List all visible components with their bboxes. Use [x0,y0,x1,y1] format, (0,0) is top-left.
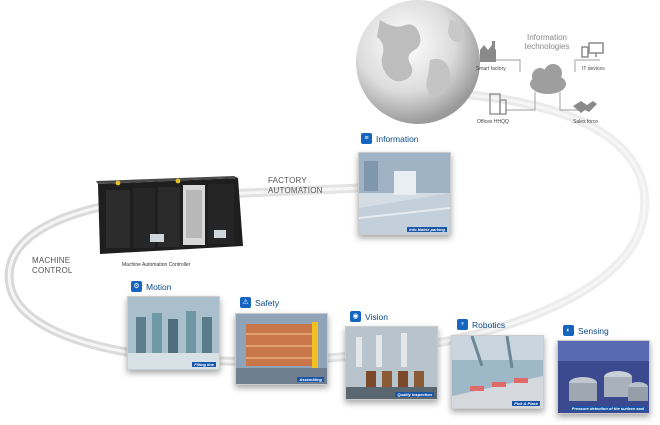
offices-label: Offices HHQQ [477,119,509,125]
it-section-title: Information technologies [524,33,570,51]
card-safety-label: Safety [255,297,280,308]
factory-icon [480,41,496,62]
globe-icon [356,0,480,124]
sensor-icon: ◐ [563,325,574,336]
sales-force-label: Sales force [573,119,599,125]
card-motion-tag: Filling line [192,362,216,367]
factory-automation-label: FACTORY AUTOMATION [268,176,323,195]
warning-icon: ⚠ [240,297,251,308]
card-vision-photo: Quality Inspection [345,326,438,400]
card-vision-tag: Quality Inspection [395,392,434,397]
card-information-tag: Info Matrix parking [407,227,447,232]
card-safety-photo: Assembling [235,313,328,385]
card-sensing-photo: Pressure detection of the surface seal [557,340,650,414]
card-safety-title: ⚠ Safety [240,297,279,308]
card-information-photo: Info Matrix parking [358,152,451,235]
robot-arm-icon: ♆ [457,319,468,330]
machine-automation-controller [88,176,243,260]
controller-caption: Machine Automation Controller [122,262,191,268]
handshake-icon [573,101,597,113]
card-vision-label: Vision [365,311,388,322]
card-robotics-title: ♆ Robotics [457,319,505,330]
card-sensing-title: ◐ Sensing [563,325,609,336]
card-sensing-tag: Pressure detection of the surface seal [569,406,646,411]
card-sensing-label: Sensing [578,325,609,336]
card-motion-title: ⚙ Motion [131,281,172,292]
it-network [493,59,600,111]
card-information-title: ≡ Information [361,133,419,144]
card-robotics-photo: Pick & Place [451,335,544,409]
cloud-icon [530,64,566,94]
machine-control-label: MACHINE CONTROL [32,256,73,275]
monitor-icon [581,42,604,58]
gears-icon: ⚙ [131,281,142,292]
card-motion-photo: Filling line [127,296,220,370]
card-robotics-tag: Pick & Place [512,401,540,406]
database-icon: ≡ [361,133,372,144]
card-vision-title: ◉ Vision [350,311,388,322]
it-devices-label: IT devices [582,66,605,72]
camera-icon: ◉ [350,311,361,322]
card-motion-label: Motion [146,281,172,292]
card-robotics-label: Robotics [472,319,506,330]
smart-factory-label: Smart factory [476,66,506,72]
card-information-label: Information [376,133,419,144]
card-safety-tag: Assembling [297,377,324,382]
building-icon [489,93,507,115]
